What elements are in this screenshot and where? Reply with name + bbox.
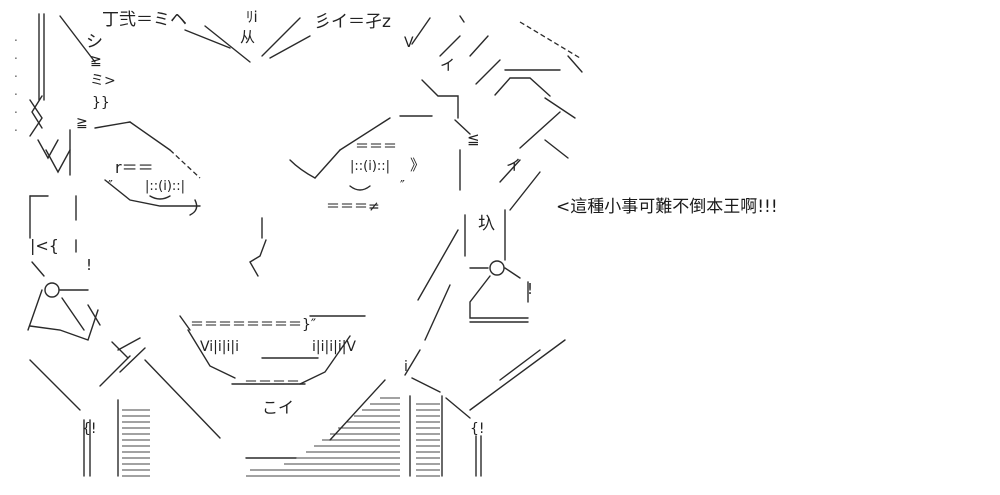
right-neck-i: {! <box>470 421 485 437</box>
left-neck-i: {! <box>82 421 97 437</box>
left-close: }} <box>92 95 110 111</box>
left-eye-lid: r＝＝ <box>115 158 154 177</box>
top-right-kana: 彡イ＝孑z <box>314 12 391 32</box>
right-eye-under: ＝＝＝≠ <box>326 199 380 215</box>
left-geq-lower: ≧ <box>76 115 88 131</box>
top-mid-mark: 从 <box>240 28 256 46</box>
left-shi: シ <box>86 32 103 52</box>
left-neck-hatching <box>122 409 150 477</box>
top-mid-bars: ﾘi <box>246 8 258 26</box>
top-left-kana: 丁弐＝ミヘ <box>102 10 187 30</box>
left-eye-quote: ″ <box>108 179 113 194</box>
right-neck-hatching <box>416 403 440 477</box>
mouth-top: ＝＝＝＝＝＝＝＝}″ <box>190 317 317 333</box>
left-geq: ≧ <box>90 53 102 69</box>
right-cheek-geq: ≦ <box>467 130 480 148</box>
chest-hatching <box>245 397 400 477</box>
mouth-teeth-right: i|i|i|i|V <box>312 339 357 355</box>
left-eye-iris: |::(i)::| <box>145 179 186 194</box>
left-mi: ミ> <box>90 73 116 89</box>
right-eye-quote: ″ <box>400 179 405 194</box>
right-earring-bang: ! <box>527 280 534 298</box>
chin-text: こイ <box>262 398 295 417</box>
right-i: イ <box>440 56 456 74</box>
mouth-bottom: ＝＝＝＝ <box>244 376 300 392</box>
left-ear-mark: |<{ <box>30 236 59 255</box>
right-cheek-i: イ <box>506 156 522 174</box>
earring-char: 圦 <box>478 214 495 234</box>
right-eye-bracket: 》 <box>410 156 426 174</box>
right-eye-lid: ＝＝＝ <box>355 139 397 155</box>
top-right-v: V <box>404 35 414 51</box>
right-small-i: i <box>404 359 408 375</box>
left-dot-column: ...... <box>14 30 18 134</box>
speech-text: <這種小事可難不倒本王啊!!! <box>556 197 778 217</box>
left-ear-bang: ! <box>86 256 93 274</box>
right-eye-iris: |::(i)::| <box>350 159 391 174</box>
mouth-teeth-left: Vi|i|i|i <box>200 339 239 355</box>
